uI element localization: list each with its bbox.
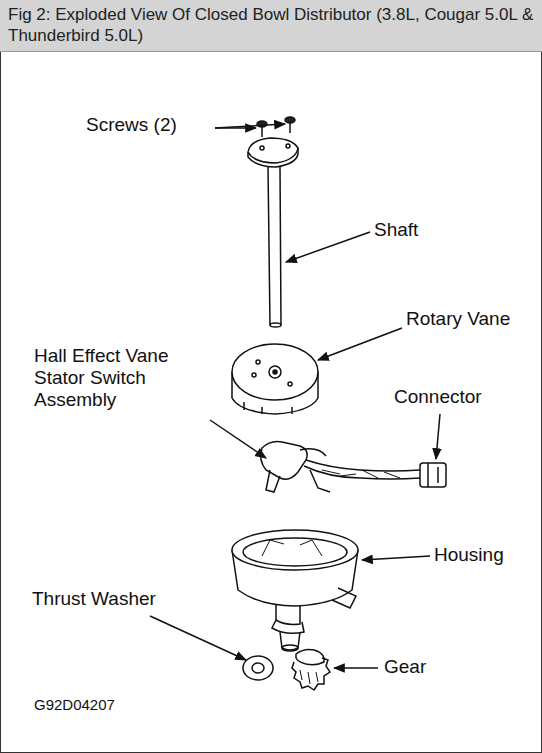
part-name: Connector: [394, 386, 482, 408]
rotary-vane: [232, 344, 318, 414]
screws: [257, 117, 295, 137]
part-name: Shaft: [374, 219, 418, 241]
part-name: Screws (2): [86, 114, 177, 136]
gear: [292, 650, 330, 691]
figure-title: Fig 2: Exploded View Of Closed Bowl Dist…: [0, 0, 542, 52]
figure-code: G92D04207: [34, 694, 115, 716]
part-name: Housing: [434, 544, 504, 566]
part-name: Hall Effect Vane Stator Switch Assembly: [34, 345, 194, 411]
housing: [232, 530, 358, 651]
thrust-washer: [243, 656, 273, 680]
shaft: [248, 138, 298, 327]
part-name: Rotary Vane: [406, 308, 510, 330]
hall-effect-switch: [261, 442, 446, 492]
part-name: Gear: [384, 656, 426, 678]
part-name: Thrust Washer: [32, 588, 156, 610]
